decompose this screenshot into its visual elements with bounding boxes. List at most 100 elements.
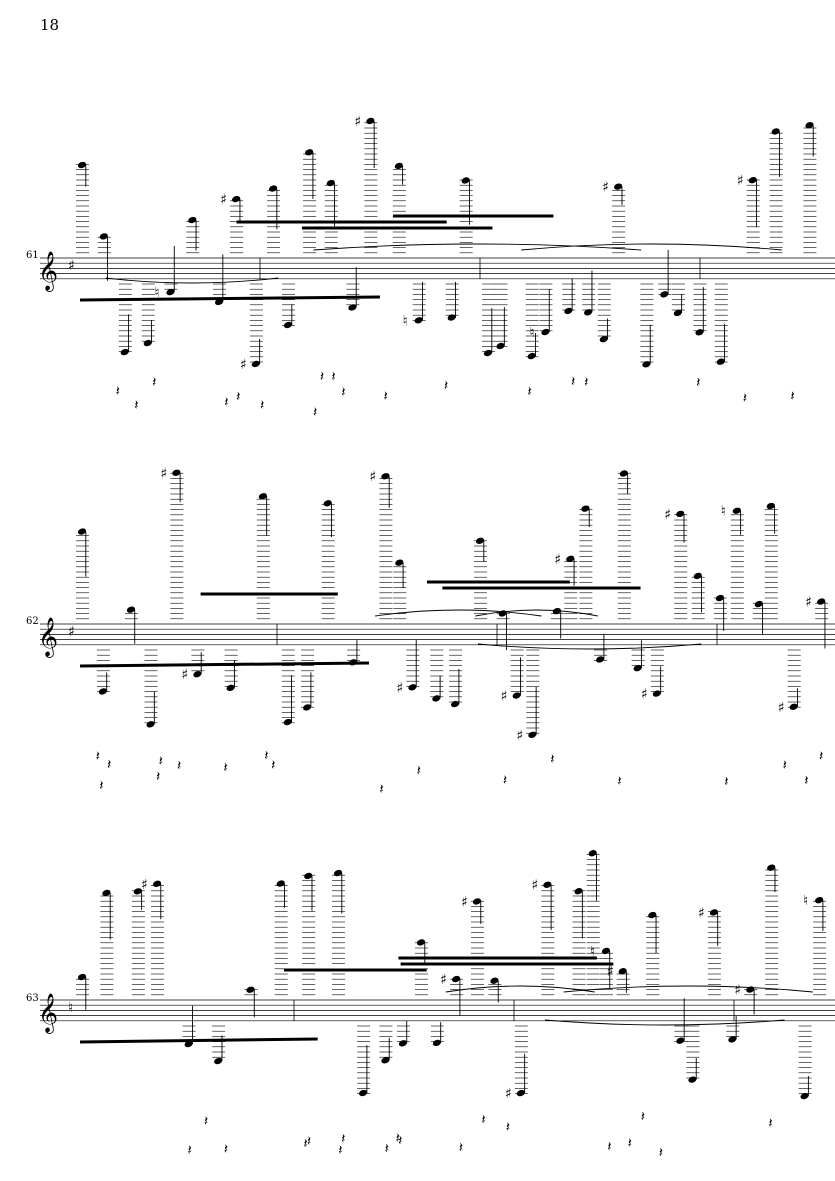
notehead (805, 122, 814, 129)
rest: 𝄽 (152, 375, 156, 391)
slur (313, 243, 642, 251)
slur (445, 985, 595, 993)
notehead (432, 695, 441, 702)
notehead (728, 1036, 737, 1043)
notehead (543, 881, 552, 888)
slur (375, 609, 542, 617)
accidental: ♯ (181, 667, 188, 683)
measure-number-61: 61 (26, 250, 39, 261)
notehead (432, 1039, 441, 1047)
notehead (381, 1057, 390, 1064)
notehead (652, 690, 661, 697)
rest: 𝄽 (724, 774, 728, 790)
accidental: ♯ (461, 894, 468, 910)
rest: 𝄽 (99, 778, 103, 794)
notehead (305, 149, 314, 156)
rest: 𝄽 (159, 753, 163, 769)
treble-clef: 𝄞 (38, 617, 58, 658)
rest: 𝄽 (743, 391, 747, 407)
rest: 𝄽 (320, 369, 324, 385)
notehead (574, 888, 583, 895)
rest: 𝄽 (571, 374, 575, 390)
notehead (817, 598, 826, 605)
accidental: ♮ (403, 313, 408, 329)
rest: 𝄽 (303, 1136, 307, 1152)
accidental: ♯ (501, 689, 508, 705)
treble-clef: 𝄞 (38, 993, 58, 1034)
rest: 𝄽 (819, 749, 823, 765)
key-signature: ♯ (68, 624, 75, 640)
notehead (614, 183, 623, 190)
rest: 𝄽 (313, 404, 317, 420)
notehead (451, 700, 460, 708)
rest: 𝄽 (223, 760, 227, 776)
notehead (143, 339, 152, 347)
rest: 𝄽 (503, 772, 507, 788)
notehead (588, 850, 597, 857)
notehead (642, 361, 651, 368)
notehead (188, 216, 197, 224)
rest: 𝄽 (607, 1139, 611, 1155)
rest: 𝄽 (107, 757, 111, 773)
notehead (472, 898, 482, 905)
rest: 𝄽 (379, 782, 383, 798)
notehead (77, 973, 87, 981)
rest: 𝄽 (383, 388, 387, 404)
notehead (326, 179, 335, 187)
notehead (166, 288, 175, 296)
accidental: ♯ (778, 700, 785, 716)
rest: 𝄽 (385, 1141, 389, 1157)
notehead (528, 731, 537, 738)
notehead (366, 117, 375, 125)
measure-number-63: 63 (26, 993, 39, 1004)
notehead (77, 528, 87, 535)
notehead (648, 911, 657, 919)
notehead (226, 684, 235, 692)
rest: 𝄽 (331, 369, 335, 385)
accidental: ♯ (141, 877, 148, 893)
rest: 𝄽 (396, 1131, 400, 1147)
notehead (618, 968, 627, 975)
rest: 𝄽 (177, 758, 181, 774)
rest: 𝄽 (459, 1140, 463, 1156)
notehead (99, 233, 108, 240)
notehead (276, 880, 285, 887)
notehead (323, 500, 332, 507)
notehead (527, 352, 536, 360)
notehead (599, 336, 608, 343)
notehead (414, 317, 423, 324)
accidental: ♯ (354, 114, 361, 130)
notehead (596, 656, 605, 663)
rest: 𝄽 (481, 1112, 485, 1128)
accidental: ♯ (734, 983, 741, 999)
notehead (601, 947, 611, 955)
slur (563, 985, 813, 993)
notehead (98, 688, 107, 695)
notehead (748, 176, 757, 184)
key-signature: ♮ (68, 1000, 73, 1016)
notehead (564, 307, 573, 315)
notehead (251, 360, 260, 368)
accidental: ♯ (396, 680, 403, 696)
notehead (258, 493, 267, 500)
notehead (184, 1040, 193, 1048)
rest: 𝄽 (341, 1131, 345, 1147)
slur (105, 277, 279, 284)
notehead (77, 161, 87, 169)
rest: 𝄽 (804, 773, 808, 789)
treble-clef: 𝄞 (38, 251, 58, 292)
notehead (516, 1089, 525, 1097)
accidental: ♯ (664, 507, 671, 523)
notehead (695, 329, 704, 336)
rest: 𝄽 (617, 773, 621, 789)
notehead (246, 986, 255, 993)
rest: 𝄽 (641, 1109, 645, 1125)
rest: 𝄽 (236, 389, 240, 405)
notehead (152, 880, 162, 887)
notehead (102, 889, 111, 897)
notehead (660, 291, 669, 298)
rest: 𝄽 (224, 1142, 228, 1158)
rest: 𝄽 (417, 763, 421, 779)
notehead (133, 888, 142, 895)
